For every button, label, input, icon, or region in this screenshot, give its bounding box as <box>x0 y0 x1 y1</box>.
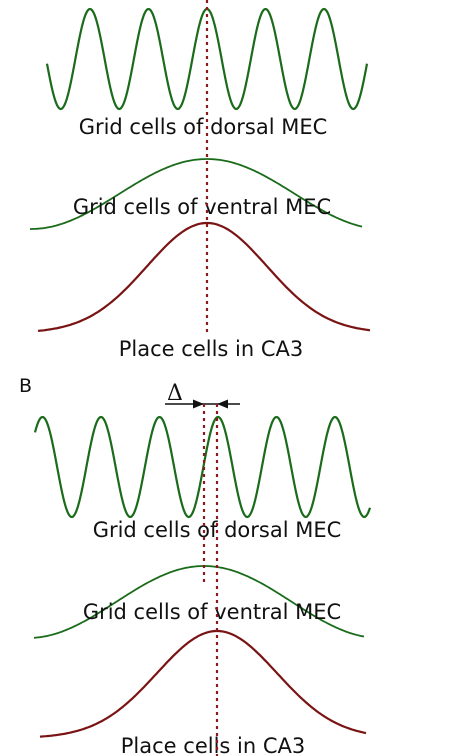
shift-arrow-left <box>217 399 228 409</box>
delta-symbol: Δ <box>167 381 183 406</box>
panel-b-place-label: Place cells in CA3 <box>121 734 305 756</box>
panel-b-label: B <box>19 375 32 397</box>
panel-b-ventral-label: Grid cells of ventral MEC <box>83 600 341 624</box>
panel-a-place-label: Place cells in CA3 <box>119 337 303 361</box>
panel-a-dorsal-label: Grid cells of dorsal MEC <box>79 115 328 139</box>
panel-b-place-cell-curve <box>39 629 367 738</box>
panel-a-dorsal-grid-curve <box>45 7 369 111</box>
shift-arrow-right <box>193 399 204 409</box>
panel-a: Grid cells of dorsal MEC Grid cells of v… <box>30 0 371 361</box>
panel-a-place-cell-curve <box>37 221 371 332</box>
panel-b-ventral-grid-curve <box>33 565 365 639</box>
panel-b-dorsal-grid-curve <box>33 415 372 519</box>
panel-a-ventral-grid-curve <box>30 158 363 230</box>
panel-a-ventral-label: Grid cells of ventral MEC <box>73 195 331 219</box>
panel-b: B Δ Grid cells of dorsal MEC Grid cells … <box>19 375 372 756</box>
